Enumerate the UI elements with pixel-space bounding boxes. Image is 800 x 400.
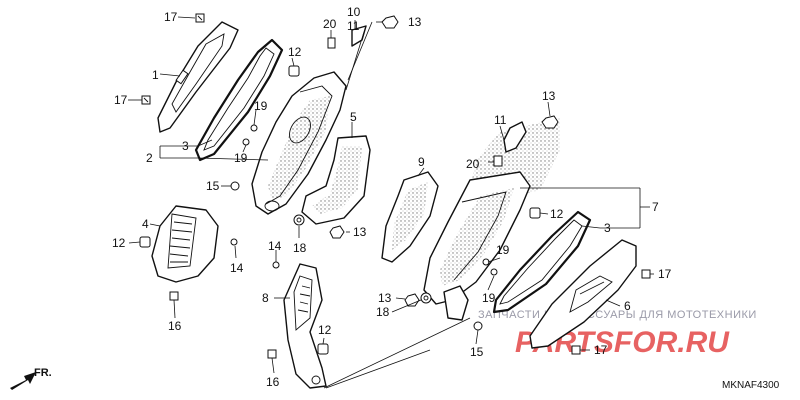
callout-15: 15 — [470, 345, 484, 359]
part-8-lower-panel — [283, 263, 327, 389]
callout-3: 3 — [604, 221, 611, 235]
callout-2: 2 — [146, 151, 153, 165]
screw-14-left-icon — [230, 238, 238, 246]
callout-4: 4 — [142, 217, 149, 231]
callout-19: 19 — [254, 99, 268, 113]
callout-17: 17 — [114, 93, 128, 107]
grommet-12-right-icon — [529, 207, 541, 219]
part-4-duct-cover — [151, 205, 219, 283]
callout-9: 9 — [418, 155, 425, 169]
callout-17: 17 — [594, 343, 608, 357]
callout-19: 19 — [234, 151, 248, 165]
bolt-20-right-icon — [493, 155, 503, 167]
callout-12: 12 — [318, 323, 332, 337]
callout-18: 18 — [293, 241, 307, 255]
diagram-code: MKNAF4300 — [722, 380, 780, 391]
callout-13: 13 — [408, 15, 422, 29]
bolt-16-lower-icon — [267, 349, 277, 359]
grommet-18-left-icon — [293, 214, 305, 226]
watermark-tagline: ЗАПЧАСТИ И АКСЕССУАРЫ ДЛЯ МОТОТЕХНИКИ — [478, 309, 757, 321]
screw-19-left-a-icon — [250, 124, 258, 132]
part-1-side-cover-left — [157, 21, 239, 133]
bolt-17-top-icon — [195, 13, 205, 23]
callout-17: 17 — [164, 10, 178, 24]
screw-19-left-b-icon — [242, 138, 250, 146]
grommet-12-left-icon — [139, 236, 151, 248]
nut-13-mid-icon — [329, 225, 345, 239]
callout-12: 12 — [550, 207, 564, 221]
callout-1: 1 — [152, 68, 159, 82]
callout-13: 13 — [353, 225, 367, 239]
grommet-12-lower-icon — [317, 343, 329, 355]
callout-10: 10 — [347, 5, 361, 19]
bolt-17-bottom-icon — [571, 345, 581, 355]
callout-20: 20 — [466, 157, 480, 171]
part-10-clip — [351, 25, 367, 47]
front-arrow-icon: FR. — [10, 367, 52, 390]
part-3-molding-left — [194, 38, 284, 162]
callout-16: 16 — [266, 375, 280, 389]
nut-13-right-top-icon — [541, 115, 559, 129]
callout-18: 18 — [376, 305, 390, 319]
screw-19-right-b-icon — [490, 268, 498, 276]
callout-12: 12 — [288, 45, 302, 59]
screw-14-lower-icon — [272, 261, 280, 269]
bolt-17-right-icon — [641, 269, 651, 279]
callout-14: 14 — [230, 261, 244, 275]
callout-16: 16 — [168, 319, 182, 333]
fasteners — [139, 13, 651, 359]
callout-20: 20 — [323, 17, 337, 31]
part-2-inner-cover-left — [251, 71, 347, 215]
watermark: ЗАПЧАСТИ И АКСЕССУАРЫ ДЛЯ МОТОТЕХНИКИ PA… — [478, 309, 757, 359]
callout-17: 17 — [658, 267, 672, 281]
front-label: FR. — [34, 367, 52, 379]
callout-15: 15 — [206, 179, 220, 193]
bolt-15-right-icon — [473, 321, 483, 331]
callout-19: 19 — [496, 243, 510, 257]
callout-14: 14 — [268, 239, 282, 253]
callout-numbers: 17 1 17 12 20 10 11 13 3 2 19 19 15 5 18… — [112, 5, 672, 389]
callout-11: 11 — [347, 19, 360, 33]
part-6-side-cover-right — [529, 239, 637, 349]
callout-6: 6 — [624, 299, 631, 313]
part-5-bracket — [301, 135, 371, 225]
callout-3: 3 — [182, 139, 189, 153]
grommet-18-right-icon — [420, 292, 432, 304]
callout-5: 5 — [350, 110, 357, 124]
bolt-15-left-icon — [230, 181, 240, 191]
part-9-bracket — [381, 171, 439, 263]
part-7-inner-cover-right — [423, 171, 531, 321]
leader-lines — [128, 16, 654, 389]
bolt-16-left-icon — [169, 291, 179, 301]
bolt-17-left-icon — [141, 95, 151, 105]
callout-19: 19 — [482, 291, 496, 305]
callout-8: 8 — [262, 291, 269, 305]
bolt-20-top-icon — [327, 37, 336, 49]
callout-11: 11 — [494, 113, 507, 127]
nut-13-right-lower-icon — [404, 293, 420, 307]
callout-12: 12 — [112, 236, 126, 250]
part-3-molding-right — [492, 210, 592, 314]
callout-13: 13 — [378, 291, 392, 305]
grommet-12-top-icon — [288, 65, 300, 77]
callout-7: 7 — [652, 200, 659, 214]
callout-13: 13 — [542, 89, 556, 103]
nut-13-top-icon — [381, 15, 399, 29]
